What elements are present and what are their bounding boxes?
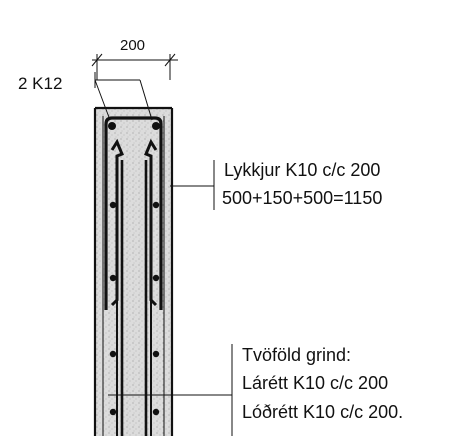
- double-mesh-line-2: Lárétt K10 c/c 200: [242, 373, 388, 393]
- top-bar-k12-left: [108, 122, 116, 130]
- double-mesh-line-3: Lóðrétt K10 c/c 200.: [242, 402, 403, 422]
- double-mesh-leader: [108, 344, 233, 436]
- leader-to-bar: [139, 79, 153, 121]
- dimension-label: 200: [120, 37, 145, 54]
- horizontal-bar: [152, 350, 160, 358]
- dimension-tick-right: [164, 53, 176, 67]
- horizontal-bars: [109, 201, 160, 416]
- horizontal-bar: [109, 350, 117, 358]
- top-bars-leader: [94, 72, 153, 121]
- top-bar-k12-right: [152, 122, 160, 130]
- horizontal-bar: [109, 201, 117, 209]
- concrete-fill: [95, 108, 172, 436]
- horizontal-bar: [109, 274, 117, 282]
- horizontal-bar: [152, 201, 160, 209]
- dimension-tick-left: [91, 53, 103, 67]
- horizontal-bar: [109, 408, 117, 416]
- horizontal-bar: [152, 408, 160, 416]
- top-bars-label: 2 K12: [18, 74, 62, 93]
- wall-section: [93, 106, 174, 436]
- u-bars-line-2: 500+150+500=1150: [222, 188, 382, 208]
- horizontal-bar: [152, 274, 160, 282]
- leader-to-left-bar: [94, 79, 111, 121]
- double-mesh-line-1: Tvöföld grind:: [242, 345, 351, 365]
- top-u-bar: [104, 116, 163, 310]
- u-bars-leader: [170, 160, 215, 210]
- u-bars-line-1: Lykkjur K10 c/c 200: [224, 160, 380, 180]
- width-dimension: [91, 53, 178, 80]
